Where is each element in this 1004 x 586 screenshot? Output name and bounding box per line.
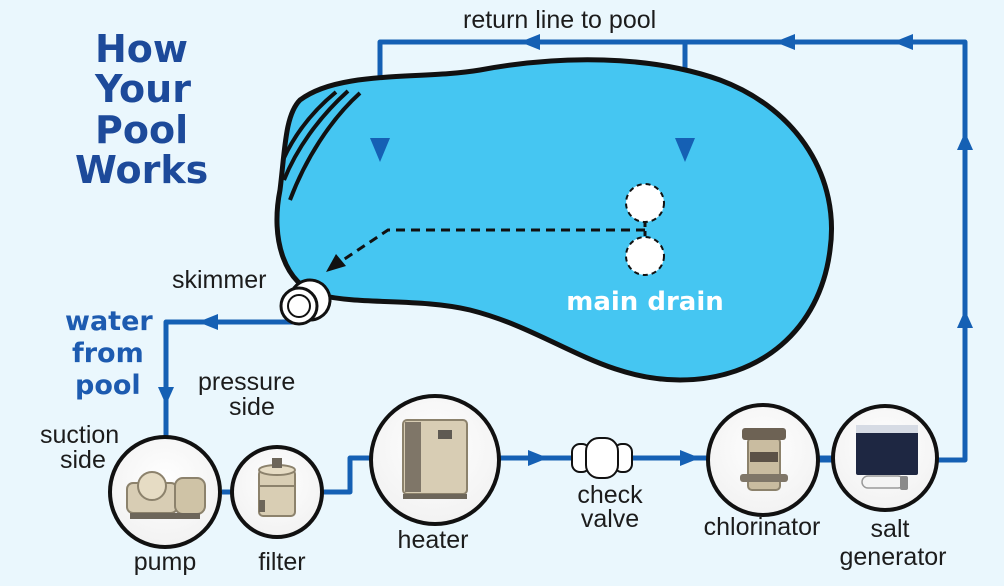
main-drain-label: main drain: [566, 287, 724, 317]
heater-arrow: [528, 450, 548, 466]
suction-side-label-2: side: [60, 446, 106, 474]
suction-arrow: [198, 314, 218, 330]
title-line-1: How: [95, 27, 188, 71]
pool-shape: [274, 57, 834, 383]
pressure-side-label-1: pressure: [198, 368, 295, 396]
water-from-pool-label-3: pool: [75, 370, 141, 401]
main-drain-2: [625, 236, 665, 276]
check-valve: [571, 437, 633, 479]
pump-label: pump: [134, 548, 197, 576]
main-drain-1: [625, 183, 665, 223]
filter-icon: [258, 458, 296, 517]
salt-generator-icon: [856, 425, 918, 490]
up-arrow-1: [957, 132, 973, 150]
chlorinator: [706, 403, 820, 517]
return-inlet-arrow-2: [675, 138, 695, 162]
return-line-label: return line to pool: [463, 6, 656, 34]
title-line-3: Pool: [95, 108, 188, 152]
heater: [369, 394, 501, 526]
water-from-pool-label-1: water: [65, 306, 153, 337]
check-valve-label-2: valve: [581, 505, 639, 533]
drain-line-arrow: [326, 254, 346, 272]
pool-steps: [281, 89, 362, 201]
return-arrow-1: [520, 34, 540, 50]
filter: [230, 445, 324, 539]
skimmer-label: skimmer: [172, 266, 266, 294]
title-line-2: Your: [94, 67, 191, 111]
up-arrow-2: [957, 310, 973, 328]
down-arrow-suction: [158, 387, 174, 405]
valve-arrow: [680, 450, 700, 466]
flow-arrows: [158, 34, 973, 466]
return-inlet-arrow-1: [370, 138, 390, 162]
water-from-pool-label-2: from: [72, 338, 144, 369]
suction-side-label-1: suction: [40, 421, 119, 449]
skimmer: [279, 278, 332, 326]
heater-icon: [402, 419, 468, 499]
title-line-4: Works: [75, 148, 208, 192]
chlorinator-label: chlorinator: [704, 513, 821, 541]
pressure-side-label-2: side: [229, 393, 275, 421]
pump: [108, 435, 222, 549]
pump-icon: [126, 471, 206, 519]
return-arrow-2: [775, 34, 795, 50]
salt-generator-label-1: salt: [871, 515, 910, 543]
filter-label: filter: [258, 548, 305, 576]
check-valve-label-1: check: [577, 481, 643, 509]
chlorinator-icon: [740, 428, 788, 491]
salt-generator-label-2: generator: [839, 543, 946, 571]
return-arrow-3: [893, 34, 913, 50]
page-title: How Your Pool Works: [75, 27, 208, 192]
heater-label: heater: [398, 526, 469, 554]
salt-generator: [831, 404, 939, 512]
drain-line: [339, 228, 645, 264]
